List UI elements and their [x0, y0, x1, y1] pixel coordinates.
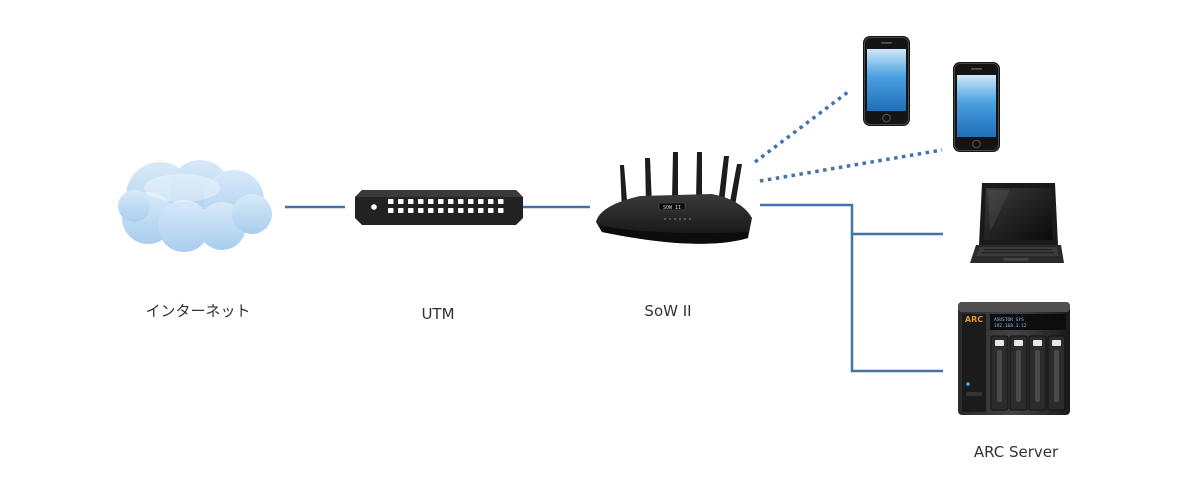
smartphone-icon [863, 36, 910, 126]
switch-port [488, 199, 494, 204]
svg-text:ASUSTOR SYS: ASUSTOR SYS [994, 317, 1024, 323]
switch-port [438, 199, 444, 204]
nas-server-icon: ARC ASUSTOR SYS 192.168.1.12 [958, 302, 1070, 415]
wifi-router-icon: SOW II [596, 152, 752, 244]
switch-port [408, 208, 414, 213]
switch-port [498, 199, 504, 204]
cloud-icon [118, 160, 272, 252]
laptop-icon [970, 183, 1064, 263]
switch-port [478, 199, 484, 204]
switch-port [388, 208, 394, 213]
switch-icon [355, 190, 523, 225]
switch-port [488, 208, 494, 213]
switch-port [468, 199, 474, 204]
smartphone-icon [953, 62, 1000, 152]
svg-text:192.168.1.12: 192.168.1.12 [994, 323, 1027, 329]
switch-port [398, 199, 404, 204]
svg-text:SOW II: SOW II [663, 205, 681, 211]
link-router-server [850, 234, 943, 373]
switch-port [438, 208, 444, 213]
link-router-laptop [760, 203, 943, 236]
switch-port [418, 208, 424, 213]
link-router-smartphone-1 [753, 90, 850, 164]
utm-label: UTM [421, 305, 454, 323]
switch-port [428, 199, 434, 204]
switch-port [428, 208, 434, 213]
links [285, 90, 943, 373]
server-label: ARC Server [974, 443, 1059, 461]
switch-port [448, 208, 454, 213]
switch-port [468, 208, 474, 213]
router-label: SoW II [644, 302, 691, 320]
switch-port [448, 199, 454, 204]
switch-port [408, 199, 414, 204]
switch-port [498, 208, 504, 213]
switch-port [458, 199, 464, 204]
switch-port [458, 208, 464, 213]
server-brand: ARC [965, 315, 983, 324]
internet-label: インターネット [145, 302, 250, 320]
link-router-smartphone-2 [759, 148, 943, 183]
switch-port [388, 199, 394, 204]
switch-port [478, 208, 484, 213]
switch-port [398, 208, 404, 213]
switch-port [418, 199, 424, 204]
